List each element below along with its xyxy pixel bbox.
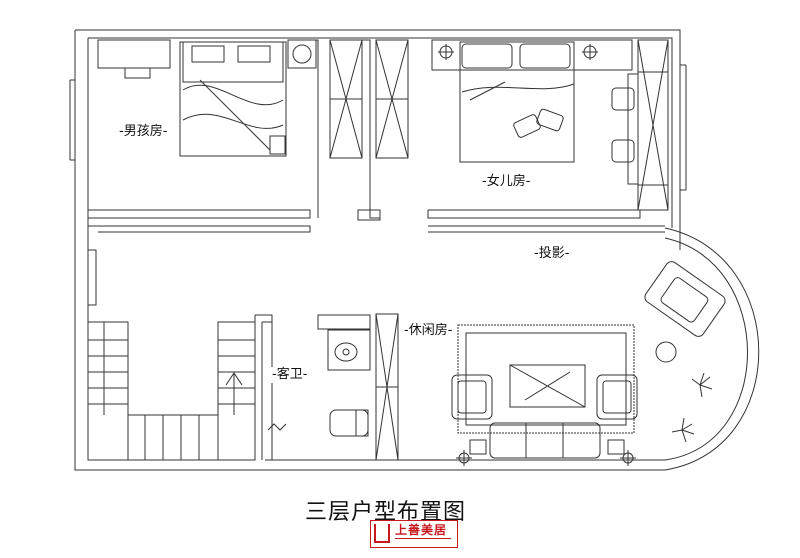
room-label-guest-bath: -客卫-	[271, 367, 309, 383]
wardrobes	[329, 39, 669, 461]
room-label-girl-room: -女儿房-	[481, 174, 532, 190]
stairs	[87, 321, 256, 461]
brand-watermark: 上善美居	[370, 520, 458, 548]
outer-walls	[69, 29, 687, 471]
curved-bay	[664, 227, 760, 471]
boy-room-furniture	[97, 39, 317, 157]
projection-area	[644, 261, 726, 443]
bathroom-fixtures	[267, 314, 371, 437]
area-label-projection: -投影-	[533, 246, 571, 262]
brand-name: 上善美居	[395, 523, 448, 537]
brand-underline	[395, 538, 451, 543]
girl-room-furniture	[431, 39, 639, 185]
room-label-boy-room: -男孩房-	[118, 124, 169, 140]
room-label-lounge: -休闲房-	[403, 323, 454, 339]
brand-logo-icon	[374, 524, 390, 543]
lounge-furniture	[451, 324, 638, 466]
